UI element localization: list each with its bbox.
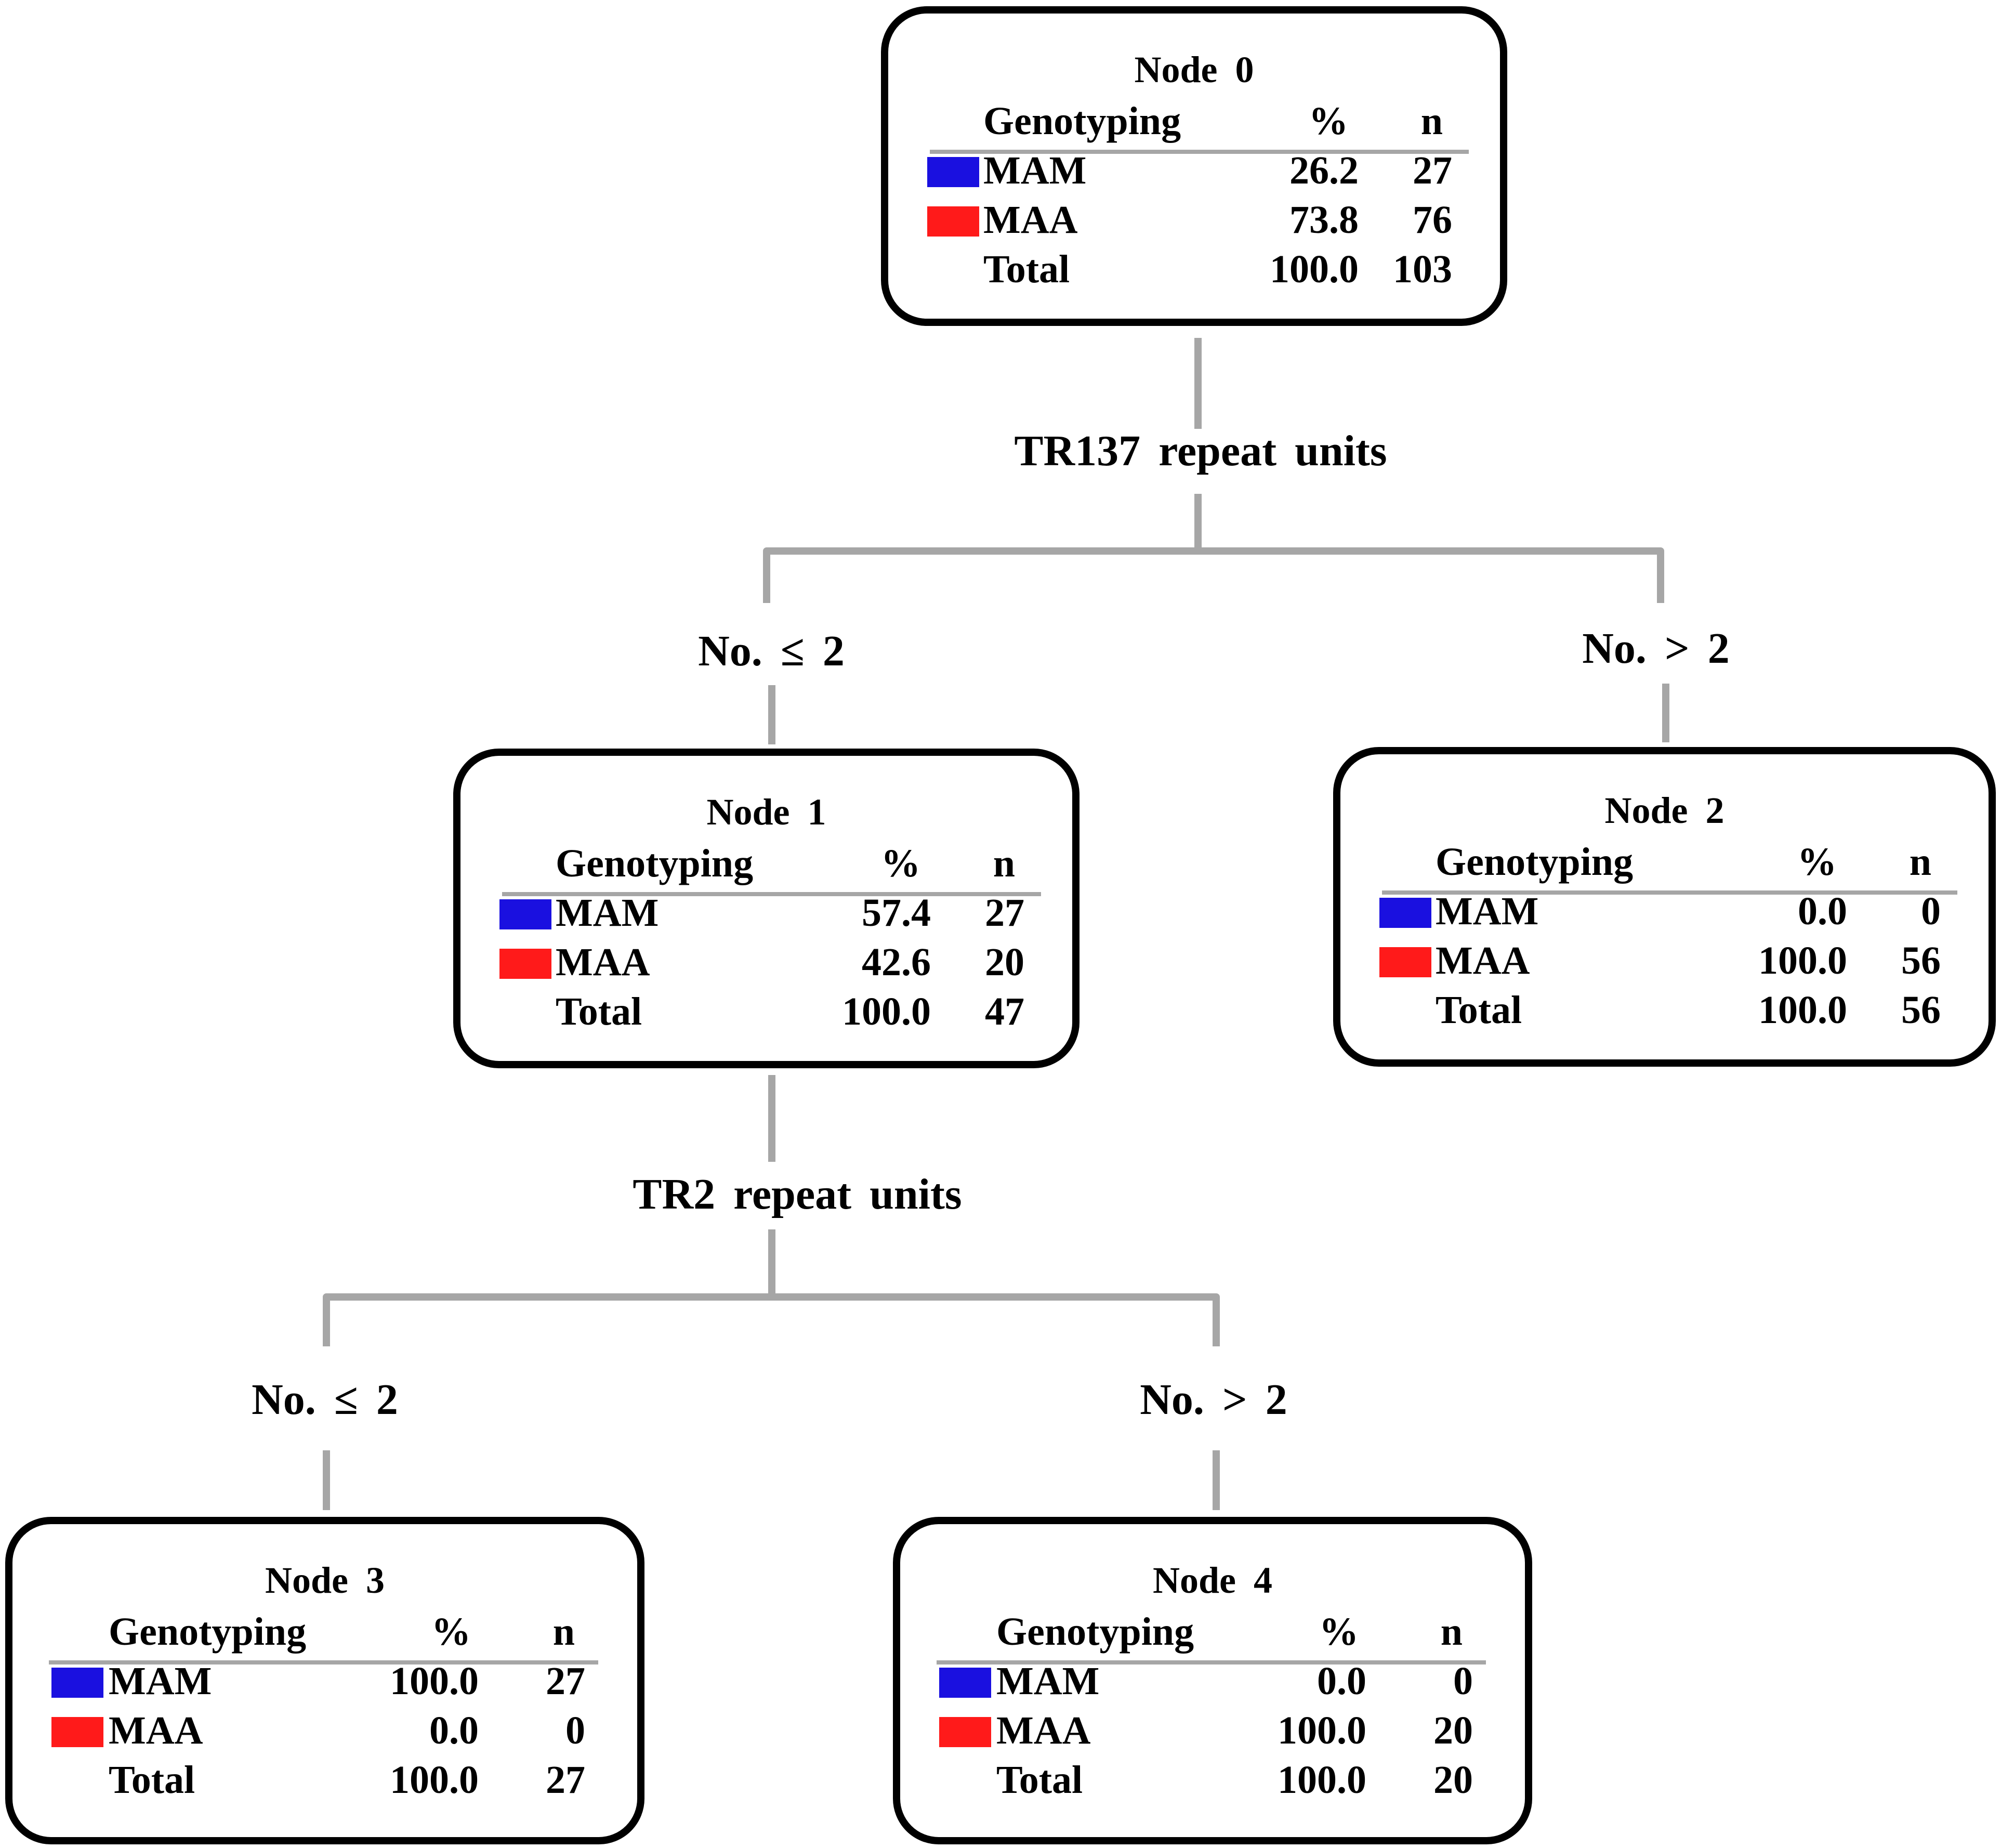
- row-n: 103: [1393, 247, 1452, 291]
- row-n: 27: [546, 1659, 585, 1703]
- header-divider: [930, 150, 1469, 154]
- edge-branch-first: [763, 547, 1664, 603]
- header-n: n: [993, 842, 1015, 885]
- tree-node-4: Node 4 Genotyping % n MAM 0.0 0 MAA 100.…: [893, 1517, 1532, 1844]
- row-label: MAM: [556, 891, 659, 935]
- header-pct: %: [1319, 1610, 1359, 1654]
- split-variable-first: TR137 repeat units: [1014, 427, 1387, 475]
- row-n: 20: [1433, 1709, 1473, 1752]
- mam-color-swatch: [1379, 898, 1431, 928]
- header-category: Genotyping: [996, 1610, 1194, 1654]
- node-title: Node 1: [706, 791, 826, 833]
- row-label: MAA: [996, 1709, 1091, 1752]
- header-category: Genotyping: [1436, 840, 1634, 884]
- row-label: MAM: [1436, 889, 1539, 933]
- row-pct: 100.0: [1270, 247, 1359, 291]
- split-condition-right-second: No. > 2: [1140, 1375, 1287, 1424]
- row-n: 76: [1413, 198, 1452, 242]
- row-label: MAA: [109, 1709, 203, 1752]
- row-pct: 100.0: [1278, 1758, 1366, 1802]
- row-n: 56: [1901, 988, 1941, 1032]
- header-n: n: [1440, 1610, 1463, 1654]
- row-label: MAM: [109, 1659, 212, 1703]
- row-n: 56: [1901, 939, 1941, 982]
- header-divider: [1382, 890, 1957, 895]
- header-category: Genotyping: [109, 1610, 307, 1654]
- row-n: 0: [1921, 889, 1941, 933]
- row-label: Total: [1436, 988, 1522, 1032]
- row-pct: 100.0: [1758, 939, 1847, 982]
- header-divider: [502, 892, 1041, 896]
- header-pct: %: [1797, 840, 1837, 884]
- row-label: MAA: [1436, 939, 1530, 982]
- row-n: 47: [985, 990, 1024, 1033]
- mam-color-swatch: [51, 1668, 103, 1698]
- row-pct: 100.0: [390, 1758, 479, 1802]
- row-label: MAA: [556, 940, 650, 984]
- row-n: 20: [1433, 1758, 1473, 1802]
- header-pct: %: [1309, 99, 1348, 143]
- row-label: Total: [556, 990, 642, 1033]
- row-n: 0: [1453, 1659, 1473, 1703]
- row-label: MAM: [996, 1659, 1100, 1703]
- row-pct: 26.2: [1289, 149, 1359, 192]
- maa-color-swatch: [939, 1717, 991, 1747]
- header-category: Genotyping: [556, 842, 754, 885]
- edge-branch-second: [323, 1293, 1220, 1346]
- header-divider: [937, 1660, 1486, 1664]
- maa-color-swatch: [1379, 947, 1431, 977]
- node-title: Node 0: [1134, 49, 1254, 90]
- split-condition-left-first: No. ≤ 2: [698, 627, 845, 675]
- mam-color-swatch: [499, 899, 551, 929]
- header-n: n: [1420, 99, 1443, 143]
- row-label: MAM: [983, 149, 1087, 192]
- split-condition-left-second: No. ≤ 2: [252, 1375, 398, 1424]
- maa-color-swatch: [499, 949, 551, 979]
- row-label: Total: [983, 247, 1070, 291]
- row-pct: 100.0: [1758, 988, 1847, 1032]
- row-pct: 57.4: [862, 891, 931, 935]
- row-pct: 0.0: [1317, 1659, 1366, 1703]
- header-n: n: [552, 1610, 575, 1654]
- row-pct: 100.0: [842, 990, 931, 1033]
- row-label: MAA: [983, 198, 1078, 242]
- tree-node-2: Node 2 Genotyping % n MAM 0.0 0 MAA 100.…: [1333, 747, 1996, 1067]
- header-divider: [49, 1660, 598, 1664]
- maa-color-swatch: [51, 1717, 103, 1747]
- header-category: Genotyping: [983, 99, 1181, 143]
- header-n: n: [1909, 840, 1931, 884]
- row-n: 27: [985, 891, 1024, 935]
- row-pct: 73.8: [1289, 198, 1359, 242]
- header-pct: %: [431, 1610, 471, 1654]
- row-label: Total: [109, 1758, 195, 1802]
- tree-node-0: Node 0 Genotyping % n MAM 26.2 27 MAA 73…: [881, 6, 1507, 326]
- row-n: 27: [1413, 149, 1452, 192]
- header-pct: %: [881, 842, 920, 885]
- row-n: 27: [546, 1758, 585, 1802]
- row-pct: 0.0: [1798, 889, 1847, 933]
- maa-color-swatch: [927, 206, 979, 237]
- row-pct: 42.6: [862, 940, 931, 984]
- tree-node-3: Node 3 Genotyping % n MAM 100.0 27 MAA 0…: [5, 1517, 644, 1844]
- row-pct: 100.0: [390, 1659, 479, 1703]
- split-condition-right-first: No. > 2: [1582, 624, 1730, 673]
- row-pct: 0.0: [429, 1709, 479, 1752]
- row-n: 0: [565, 1709, 585, 1752]
- mam-color-swatch: [927, 157, 979, 187]
- split-variable-second: TR2 repeat units: [633, 1170, 962, 1218]
- row-label: Total: [996, 1758, 1083, 1802]
- node-title: Node 4: [1153, 1559, 1272, 1601]
- node-title: Node 2: [1604, 790, 1724, 831]
- mam-color-swatch: [939, 1668, 991, 1698]
- row-pct: 100.0: [1278, 1709, 1366, 1752]
- node-title: Node 3: [265, 1559, 385, 1601]
- row-n: 20: [985, 940, 1024, 984]
- tree-node-1: Node 1 Genotyping % n MAM 57.4 27 MAA 42…: [453, 749, 1080, 1068]
